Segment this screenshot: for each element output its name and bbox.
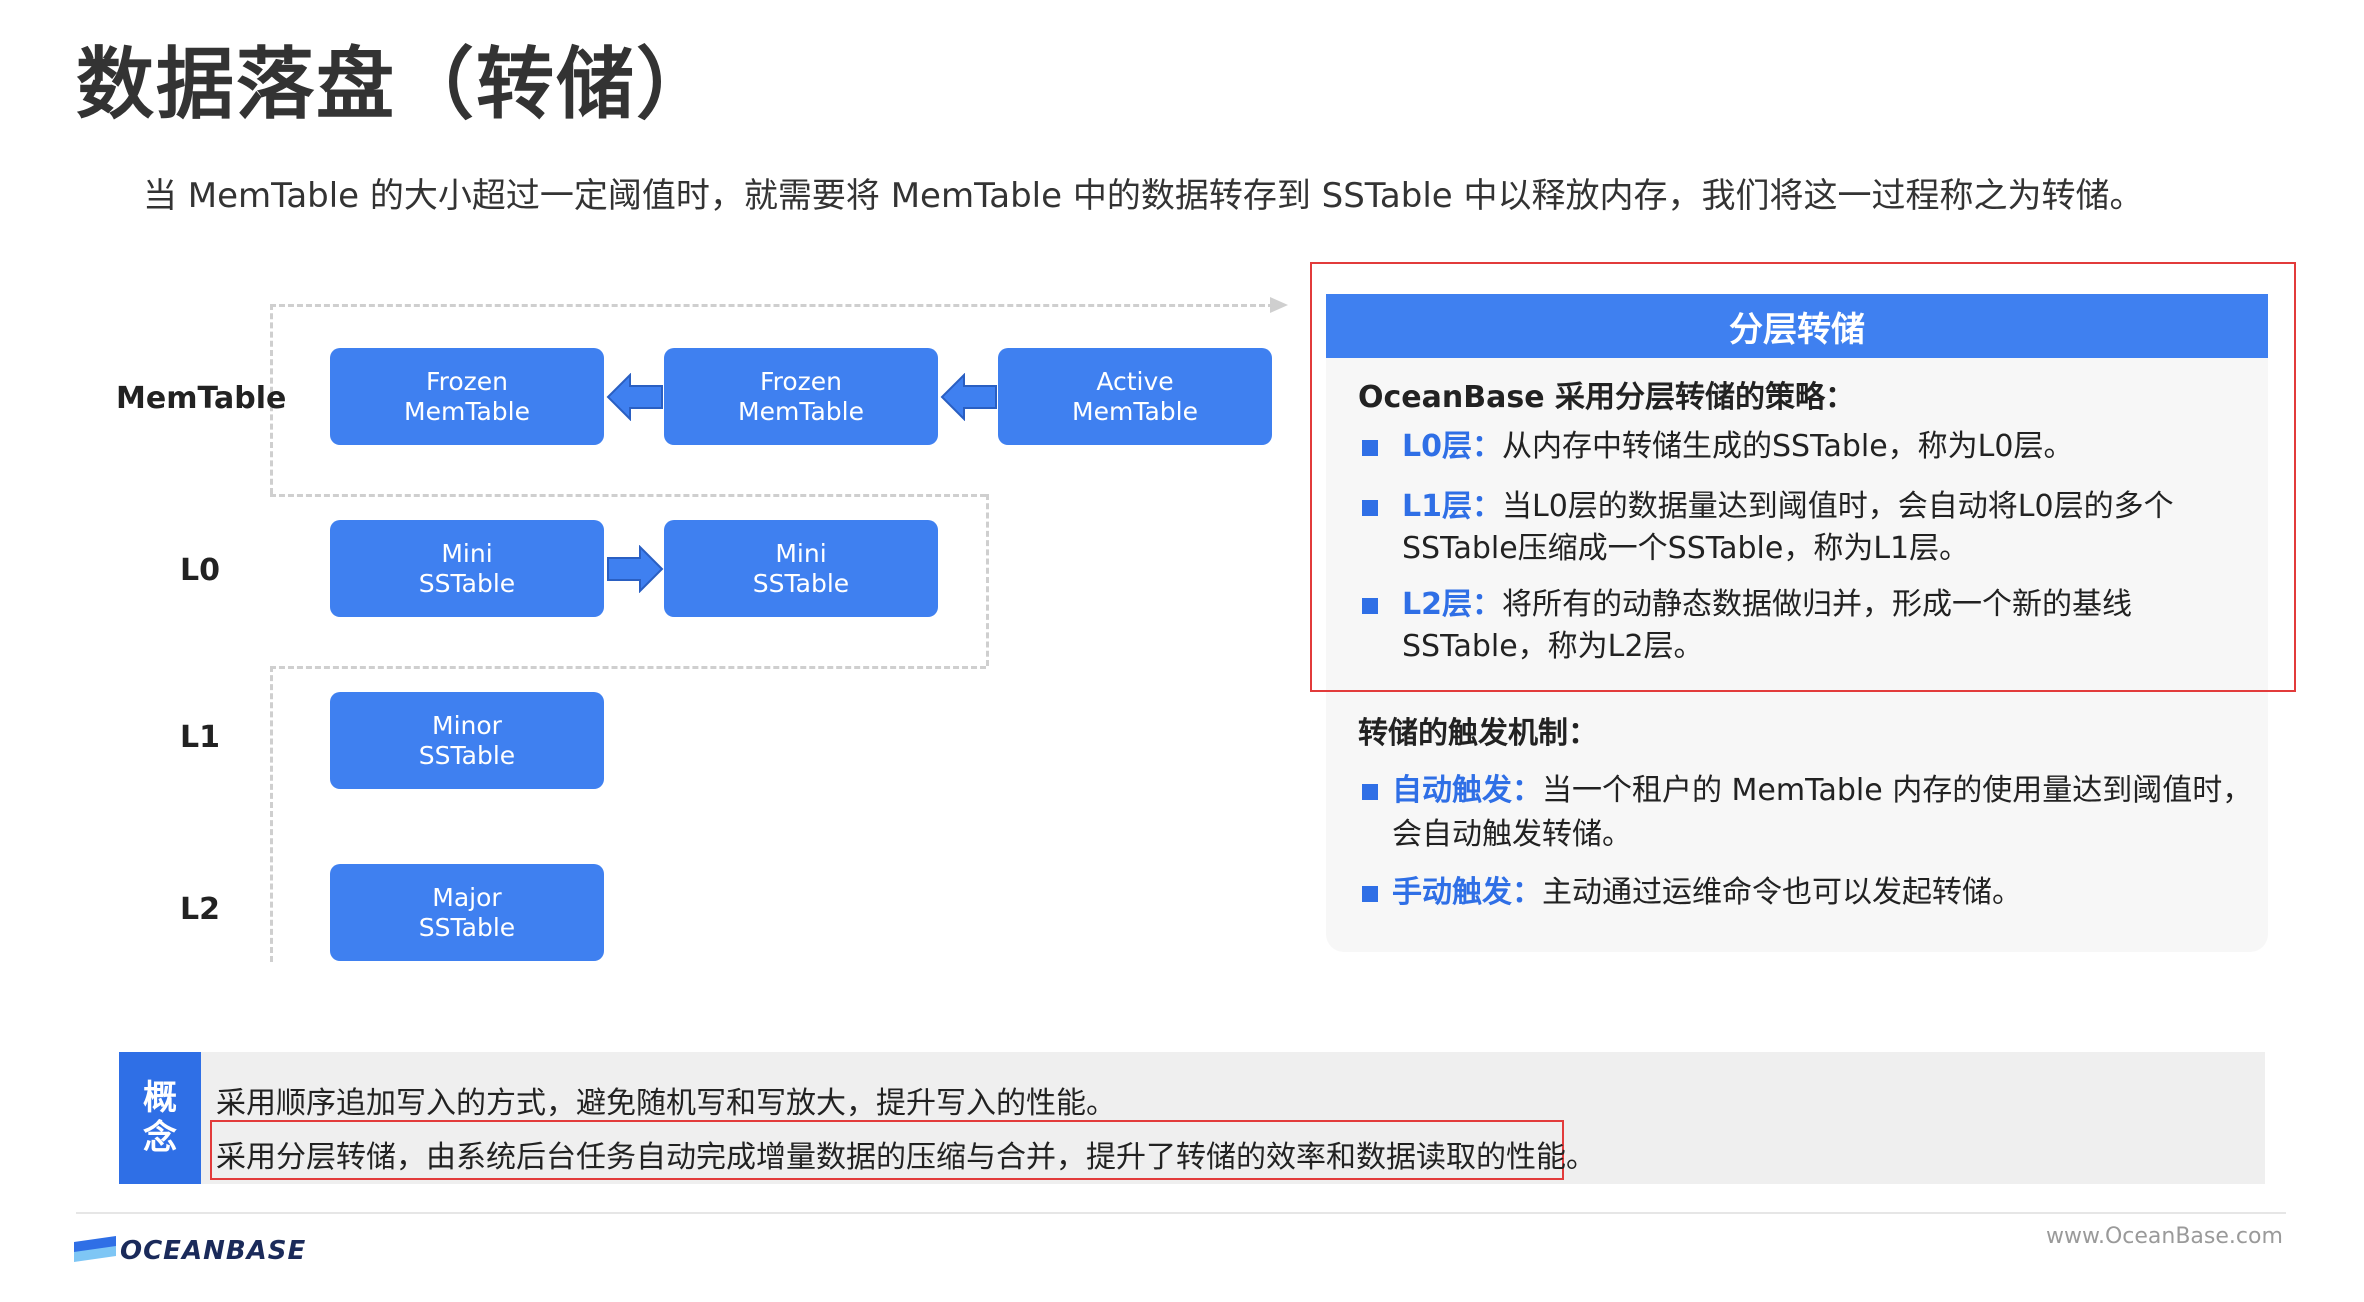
trigger-item-manual: 手动触发：主动通过运维命令也可以发起转储。 (1392, 872, 2022, 914)
row-label-memtable: MemTable (116, 381, 287, 416)
block-mini-sstable-1: Mini SSTable (330, 520, 604, 617)
block-line: SSTable (752, 568, 850, 598)
logo-text: OCEANBASE (120, 1236, 307, 1266)
trigger-item-auto: 自动触发：当一个租户的 MemTable 内存的使用量达到阈值时， (1392, 770, 2252, 812)
row-label-l0: L0 (180, 553, 220, 588)
block-minor-sstable: Minor SSTable (330, 692, 604, 789)
dash-arrowhead-icon (1270, 297, 1288, 313)
l0-right-dash (986, 494, 989, 666)
concept-tag-char: 概 (143, 1078, 177, 1118)
block-line: Minor (432, 710, 502, 740)
bullet-square-icon (1362, 598, 1378, 614)
block-frozen-memtable-1: Frozen MemTable (330, 348, 604, 445)
page-subtitle: 当 MemTable 的大小超过一定阈值时，就需要将 MemTable 中的数据… (143, 176, 2144, 216)
trigger-title: 转储的触发机制： (1358, 716, 1598, 751)
block-line: SSTable (418, 912, 516, 942)
memtable-left-dash (270, 304, 273, 494)
trigger-item-auto-line2: 会自动触发转储。 (1392, 817, 1632, 852)
arrow-left-icon (940, 373, 997, 421)
item-line: 从内存中转储生成的SSTable，称为L0层。 (1502, 429, 2074, 464)
highlight-box-strategy (1310, 262, 2296, 692)
concept-tag-char: 念 (143, 1118, 177, 1158)
strategy-item-l2: L2层：将所有的动静态数据做归并，形成一个新的基线 (1402, 584, 2132, 626)
strategy-item-l1: L1层：当L0层的数据量达到阈值时，会自动将L0层的多个 (1402, 486, 2174, 528)
strategy-title: OceanBase 采用分层转储的策略： (1358, 380, 1855, 415)
panel-header: 分层转储 (1326, 294, 2268, 358)
bullet-square-icon (1362, 440, 1378, 456)
block-mini-sstable-2: Mini SSTable (664, 520, 938, 617)
bullet-square-icon (1362, 784, 1378, 800)
block-line: Frozen (426, 366, 508, 396)
strategy-item-l0: L0层：从内存中转储生成的SSTable，称为L0层。 (1402, 426, 2073, 468)
item-line: 将所有的动静态数据做归并，形成一个新的基线 (1502, 587, 2132, 622)
layered-dump-panel (1326, 294, 2268, 952)
l1-l2-left-dash (270, 666, 273, 962)
block-line: MemTable (1072, 396, 1198, 426)
highlight-box-concept (210, 1120, 1564, 1180)
item-key: 手动触发： (1392, 875, 1542, 910)
memtable-bottom-dash (270, 494, 986, 497)
block-line: MemTable (404, 396, 530, 426)
row-label-l1: L1 (180, 720, 220, 755)
item-key: L1层： (1402, 489, 1502, 524)
footer-divider (76, 1212, 2286, 1214)
item-key: L0层： (1402, 429, 1502, 464)
block-major-sstable: Major SSTable (330, 864, 604, 961)
block-line: SSTable (418, 740, 516, 770)
page-title: 数据落盘（转储） (76, 40, 717, 130)
website-link[interactable]: www.OceanBase.com (2046, 1224, 2283, 1249)
concept-tag: 概 念 (119, 1052, 201, 1184)
memtable-top-dash (270, 304, 1274, 307)
row-label-l2: L2 (180, 892, 220, 927)
block-line: Frozen (760, 366, 842, 396)
item-key: L2层： (1402, 587, 1502, 622)
oceanbase-logo-icon (74, 1236, 116, 1262)
block-frozen-memtable-2: Frozen MemTable (664, 348, 938, 445)
arrow-right-icon (607, 545, 664, 593)
block-line: Active (1096, 366, 1174, 396)
item-line: 主动通过运维命令也可以发起转储。 (1542, 875, 2022, 910)
concept-line-1: 采用顺序追加写入的方式，避免随机写和写放大，提升写入的性能。 (216, 1086, 1116, 1121)
concept-line-2: 采用分层转储，由系统后台任务自动完成增量数据的压缩与合并，提升了转储的效率和数据… (216, 1140, 1596, 1175)
strategy-item-l1-line2: SSTable压缩成一个SSTable，称为L1层。 (1402, 531, 1970, 566)
bullet-square-icon (1362, 500, 1378, 516)
arrow-left-icon (606, 373, 663, 421)
block-line: Mini (441, 538, 493, 568)
concept-bar (119, 1052, 2265, 1184)
block-line: SSTable (418, 568, 516, 598)
block-line: Mini (775, 538, 827, 568)
item-key: 自动触发： (1392, 773, 1542, 808)
bullet-square-icon (1362, 886, 1378, 902)
item-line: 当L0层的数据量达到阈值时，会自动将L0层的多个 (1502, 489, 2174, 524)
block-line: MemTable (738, 396, 864, 426)
item-line: 当一个租户的 MemTable 内存的使用量达到阈值时， (1542, 773, 2253, 808)
block-active-memtable: Active MemTable (998, 348, 1272, 445)
l0-bottom-dash (270, 666, 986, 669)
block-line: Major (432, 882, 502, 912)
strategy-item-l2-line2: SSTable，称为L2层。 (1402, 629, 1704, 664)
